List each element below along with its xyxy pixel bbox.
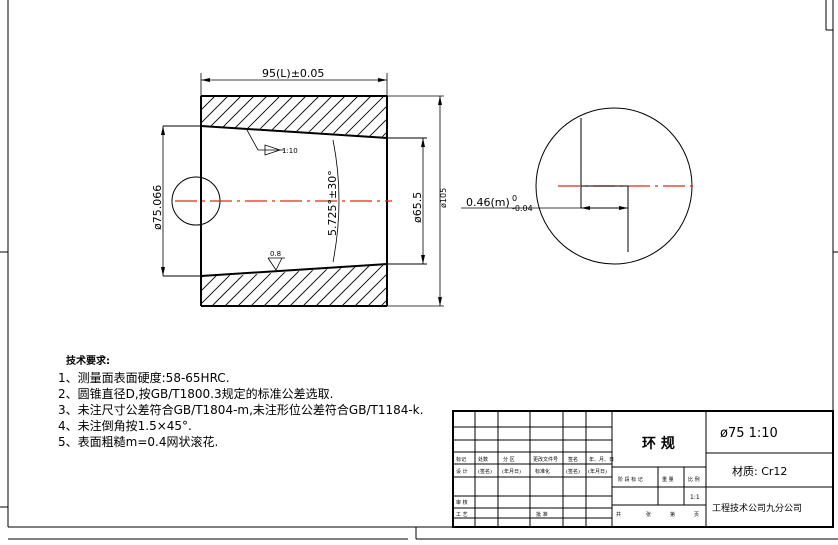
note-item: 3、未注尺寸公差符合GB/T1804-m,未注形位公差符合GB/T1184-k. xyxy=(58,403,424,417)
hatch-line xyxy=(224,96,268,138)
hatch-line xyxy=(201,264,229,306)
hatch-line xyxy=(201,264,216,306)
note-item: 1、测量面表面硬度:58-65HRC. xyxy=(58,371,230,385)
part-spec: ø75 1:10 xyxy=(720,426,778,441)
outer-diameter-text: ø105 xyxy=(439,188,448,208)
step-tol-upper: 0 xyxy=(512,194,517,203)
design-row-3: 标准化 xyxy=(535,468,550,475)
note-item: 2、圆锥直径D,按GB/T1800.3规定的标准公差选取. xyxy=(58,387,334,401)
surface-finish-text: 0.8 xyxy=(270,250,281,258)
hatch-line xyxy=(341,264,385,306)
col-header-0: 标记 xyxy=(456,456,466,463)
hatch-line xyxy=(407,96,449,138)
company-text: 工程技术公司九分公司 xyxy=(712,502,802,514)
hatch-line xyxy=(315,264,359,306)
hatch-line xyxy=(302,96,346,138)
stage-header-2: 比 例 xyxy=(688,476,700,483)
surface-finish-symbol xyxy=(267,257,285,271)
hatch-line xyxy=(354,96,387,138)
hatch-line xyxy=(328,96,372,138)
design-row-2: (年月日) xyxy=(502,468,521,475)
hatch-line xyxy=(315,96,359,138)
part-name: 环 规 xyxy=(642,436,675,452)
technical-notes: 技术要求: 1、测量面表面硬度:58-65HRC. 2、圆锥直径D,按GB/T1… xyxy=(58,352,424,450)
col-header-5: 年、月、日 xyxy=(589,456,614,463)
hatch-line xyxy=(201,96,216,138)
hatch-line xyxy=(201,264,203,306)
taper-ratio-text: 1:10 xyxy=(282,147,298,155)
step-tol-lower: -0.04 xyxy=(512,204,533,213)
hatch-line xyxy=(394,264,436,306)
note-item: 5、表面粗糙m=0.4网状滚花. xyxy=(58,435,219,449)
bore-diameter-text: ø65.5 xyxy=(411,192,424,223)
process-label: 工 艺 xyxy=(456,512,468,518)
hatch-line xyxy=(289,264,333,306)
step-depth-text: 0.46(m) xyxy=(466,196,510,209)
detail-view xyxy=(461,107,694,265)
hatch-line xyxy=(328,264,372,306)
review-label: 审 核 xyxy=(456,499,468,506)
hatch-line xyxy=(407,264,449,306)
stage-header-0: 阶 段 标 记 xyxy=(618,476,643,483)
hatch-line xyxy=(354,264,387,306)
sheet-total-label: 共 xyxy=(616,511,621,518)
note-item: 4、未注倒角按1.5×45°. xyxy=(58,419,192,433)
hatch-line xyxy=(289,96,333,138)
bore-diameter-dimension xyxy=(421,138,425,264)
material-text: 材质: Cr12 xyxy=(732,464,787,478)
approve-label: 批 准 xyxy=(536,511,548,518)
hatch-line xyxy=(367,264,387,306)
stage-header-1: 重 量 xyxy=(662,476,674,483)
hatch-line xyxy=(237,96,281,138)
hatch-line xyxy=(201,96,242,138)
length-dimension xyxy=(200,73,388,96)
sheet-number-label: 第 xyxy=(670,511,675,518)
hatch-line xyxy=(276,264,320,306)
col-header-3: 更改文件号 xyxy=(533,456,558,463)
section-hatch-bottom xyxy=(201,264,449,306)
taper-angle-arc xyxy=(332,139,340,263)
sheet-total-unit: 张 xyxy=(646,511,651,518)
scale-text: 1:1 xyxy=(690,494,700,501)
hatch-line xyxy=(341,96,385,138)
hatch-line xyxy=(394,96,436,138)
design-row-4: (签名) xyxy=(566,468,580,475)
outer-diameter-dimension xyxy=(387,95,444,307)
taper-symbol xyxy=(246,129,284,156)
design-row-5: (年月日) xyxy=(588,468,607,475)
hatch-line xyxy=(224,264,268,306)
taper-angle-text: 5.725°±30° xyxy=(326,170,339,236)
hatch-line xyxy=(367,96,387,138)
left-diameter-dimension xyxy=(161,126,165,276)
hatch-line xyxy=(201,96,203,138)
hatch-line xyxy=(211,264,255,306)
section-hatch-top xyxy=(201,96,449,138)
hatch-line xyxy=(201,96,229,138)
notes-heading: 技术要求: xyxy=(66,356,110,367)
col-header-4: 签名 xyxy=(568,456,578,463)
hatch-line xyxy=(302,264,346,306)
hatch-line xyxy=(237,264,281,306)
col-header-1: 处数 xyxy=(478,456,488,463)
hatch-line xyxy=(201,264,242,306)
design-row-1: (签名) xyxy=(478,468,492,475)
design-row-0: 设 计 xyxy=(456,468,468,475)
part-outline xyxy=(163,95,427,307)
title-block xyxy=(452,410,834,528)
col-header-2: 分 区 xyxy=(503,456,515,463)
left-diameter-text: ø75.066 xyxy=(151,185,164,230)
sheet-number-unit: 页 xyxy=(694,512,699,518)
length-dim-text: 95(L)±0.05 xyxy=(262,67,324,80)
